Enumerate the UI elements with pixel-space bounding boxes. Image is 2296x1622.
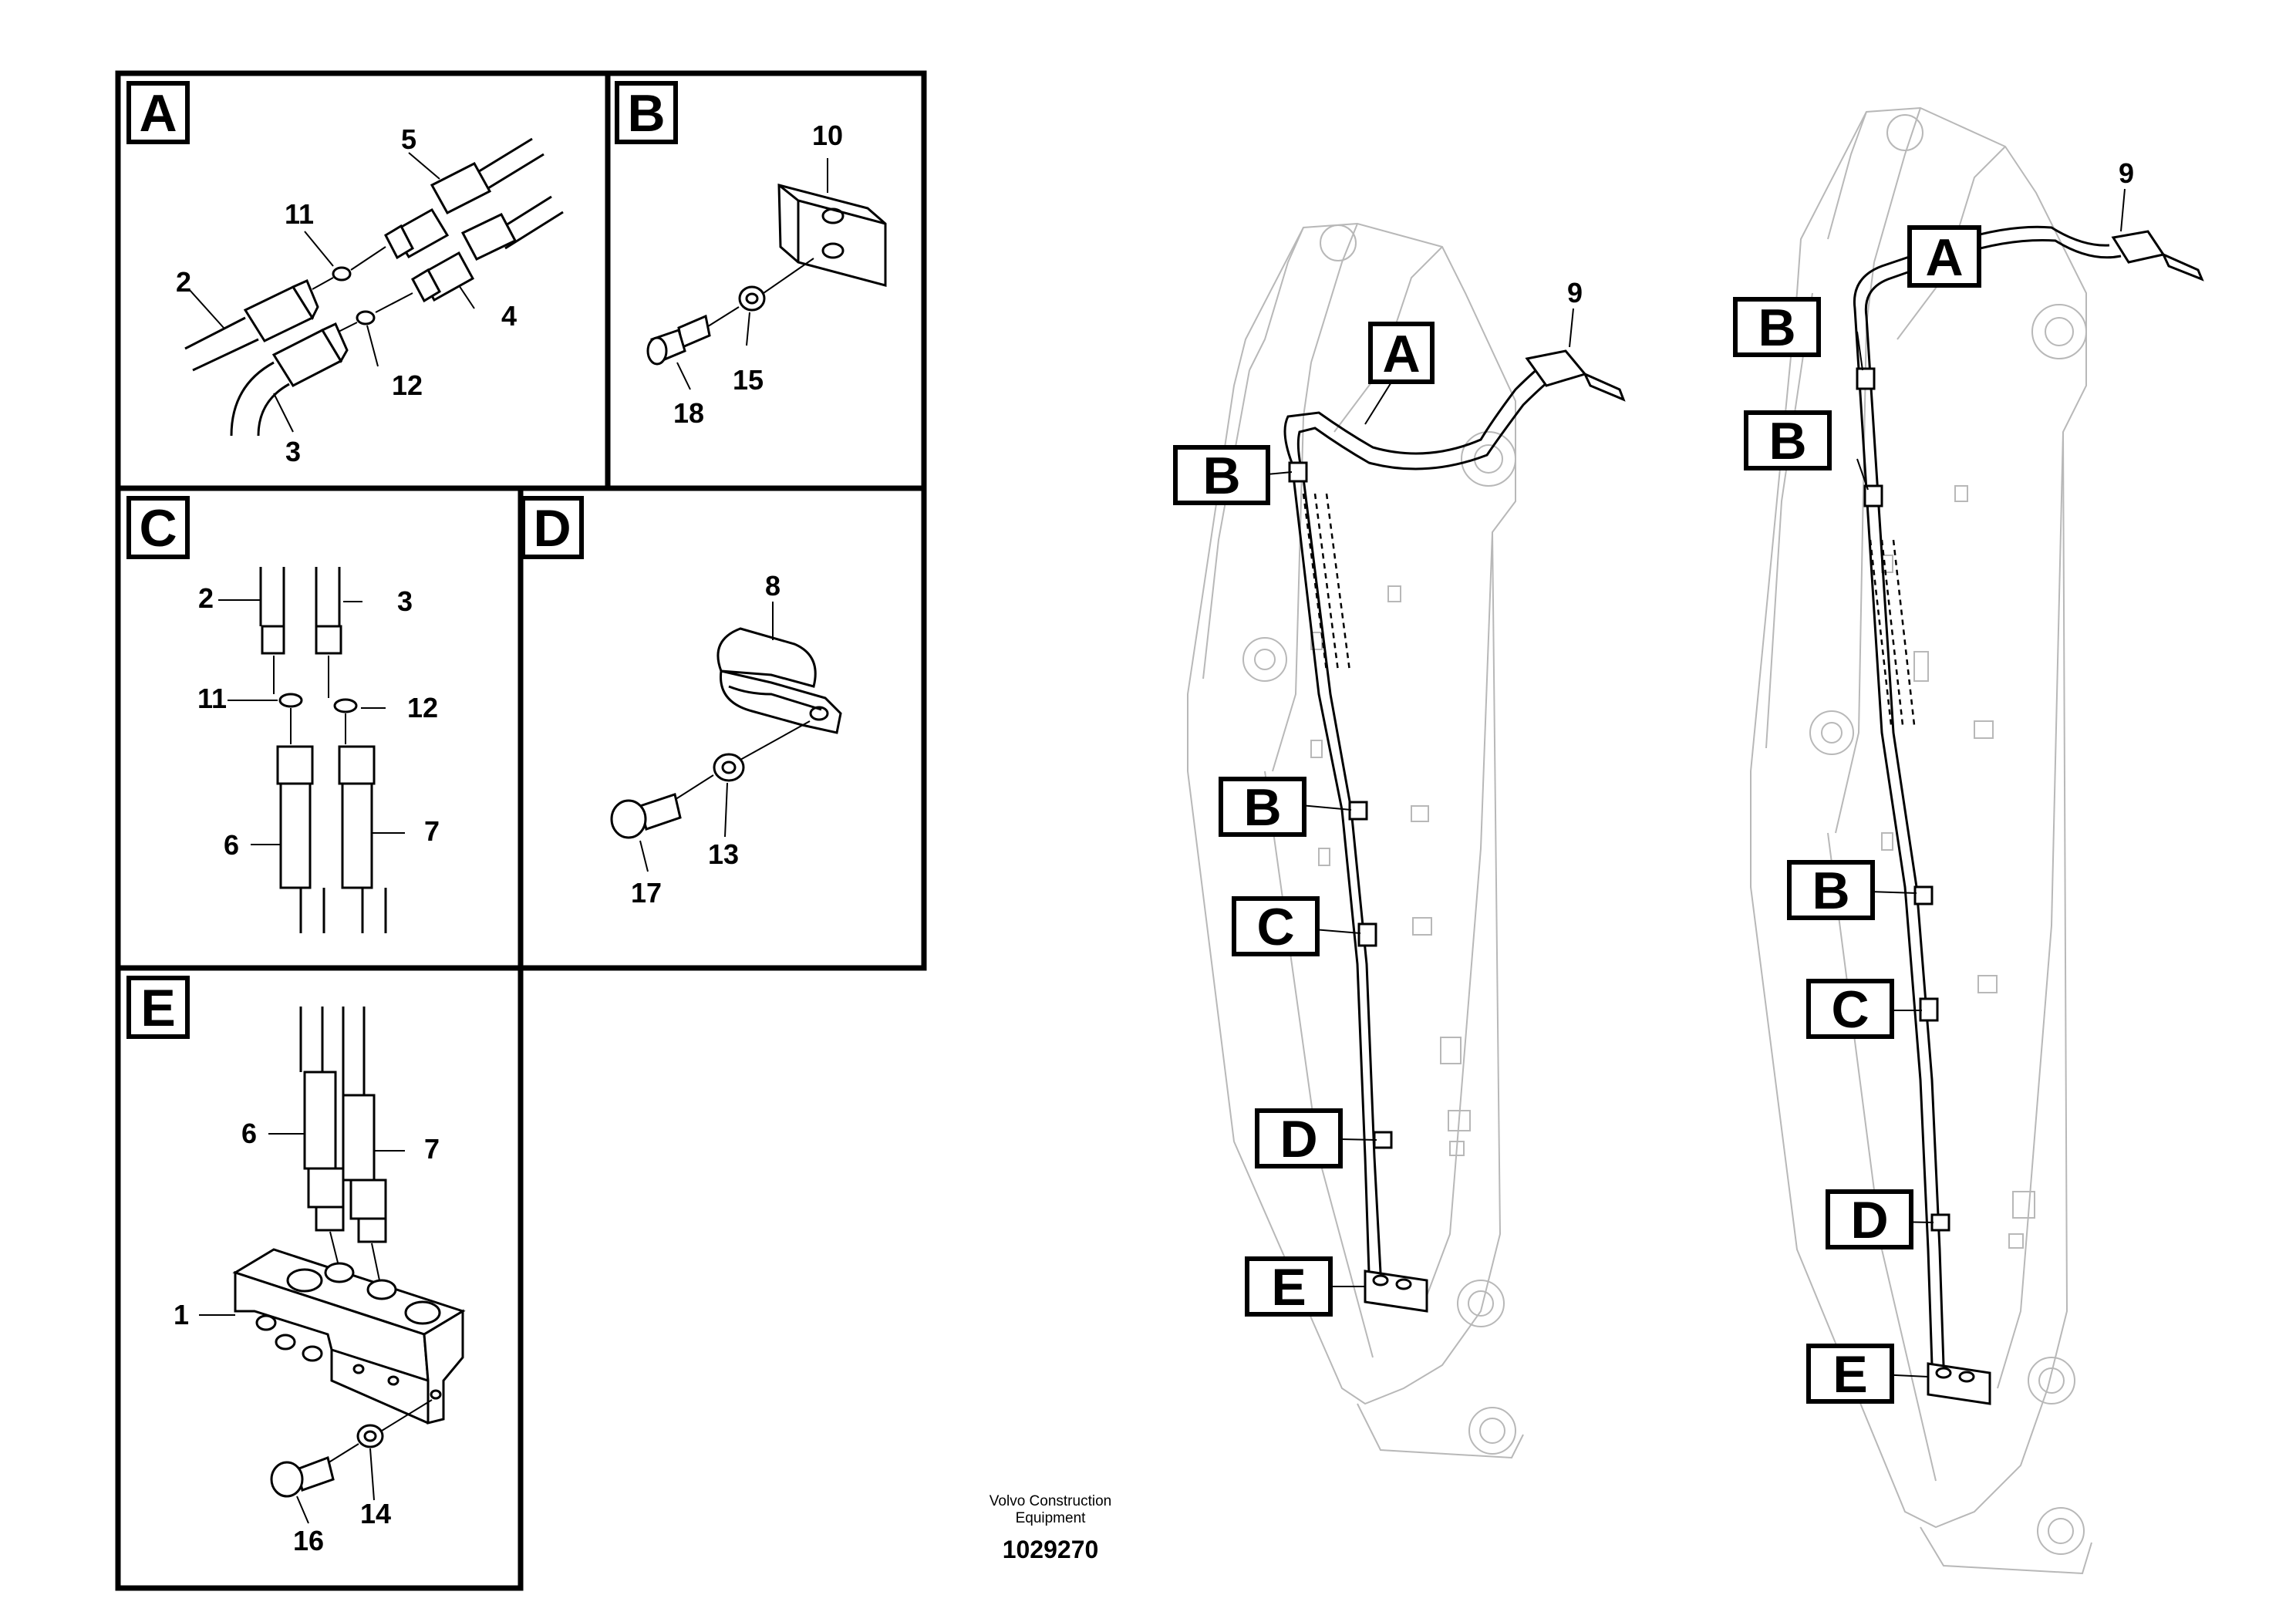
panel-b: B 10 15 18 [615,81,887,429]
document-number: 1029270 [1003,1536,1099,1563]
hose-fitting-4 [411,213,518,303]
panel-c-label-box: C [126,496,190,559]
part-label-10: 10 [812,120,843,151]
part-label-11: 11 [285,198,314,230]
svg-text:C: C [1256,898,1294,956]
panel-a-letter: A [139,84,177,143]
svg-text:B: B [1758,298,1795,357]
detail-panels-frame [115,70,927,1591]
clamp-plate-10 [777,184,887,287]
panel-b-label-box: B [615,81,678,144]
svg-text:D: D [1850,1191,1888,1249]
svg-text:D: D [1279,1110,1317,1168]
callout-b-right-3: B [1787,860,1875,920]
o-ring-11 [332,266,352,282]
callout-a-left: A [1368,322,1435,384]
part-label-6-e: 6 [241,1118,257,1149]
hose-clamp-8 [716,627,842,734]
hose-fitting-6-e [303,1071,345,1232]
panel-a-label-box: A [126,81,190,144]
part-label-17: 17 [631,877,662,909]
panel-d: D 8 13 17 [521,496,842,909]
part-label-14: 14 [360,1498,391,1529]
panel-e-label-box: E [126,976,190,1039]
hose-fitting-2 [243,279,319,342]
callout-b-left-2: B [1219,777,1306,837]
part-label-6-c: 6 [224,829,239,861]
part-label-7-c: 7 [424,815,440,847]
part-label-9-left: 9 [1567,277,1583,309]
svg-text:C: C [1831,980,1869,1039]
part-label-8: 8 [765,570,781,602]
part-label-5: 5 [401,123,416,155]
part-label-2-c: 2 [198,582,214,614]
callout-e-right: E [1806,1344,1894,1404]
panel-b-letter: B [627,84,665,143]
caption-line-1: Volvo Construction [990,1493,1111,1509]
o-ring-12 [356,310,376,325]
document-caption: Volvo Construction Equipment 1029270 [990,1493,1111,1563]
bolt-18 [646,314,711,366]
callout-d-left: D [1255,1108,1343,1168]
svg-text:B: B [1243,778,1281,837]
callout-c-right: C [1806,979,1894,1039]
part-label-3: 3 [285,436,301,467]
part-label-3-c: 3 [397,585,413,617]
part-label-9-right: 9 [2119,157,2134,189]
panel-e-letter: E [140,979,175,1037]
svg-text:A: A [1382,325,1420,383]
part-label-11-c: 11 [197,683,227,714]
washer-13 [713,753,745,782]
callout-e-left: E [1245,1256,1333,1317]
panel-e: E [126,976,466,1556]
svg-text:B: B [1812,862,1849,920]
callout-c-left: C [1232,896,1320,956]
svg-text:B: B [1768,412,1806,470]
part-label-7-e: 7 [424,1133,440,1165]
hose-fitting-5 [384,162,492,260]
part-label-2: 2 [176,266,191,298]
washer-14 [356,1424,384,1448]
part-label-16: 16 [293,1525,324,1556]
hose-end-2 [261,625,285,655]
quick-coupler-9-left [1525,349,1626,402]
part-label-15: 15 [733,364,764,396]
bolt-16 [270,1456,335,1498]
part-label-18: 18 [673,397,704,429]
svg-text:E: E [1271,1258,1306,1317]
svg-text:E: E [1832,1345,1867,1404]
caption-line-2: Equipment [1016,1510,1087,1526]
panel-d-label-box: D [521,496,584,559]
panel-d-letter: D [533,499,571,558]
callout-d-right: D [1826,1189,1913,1249]
callout-b-right-1: B [1733,297,1821,357]
part-label-12: 12 [392,369,423,401]
callout-b-right-2: B [1744,410,1832,470]
bolt-17 [610,793,682,839]
svg-text:B: B [1202,447,1240,505]
panel-c: C 2 3 11 12 6 7 [126,496,440,933]
hose-fitting-7 [338,745,376,889]
distribution-block-1 [232,1248,466,1425]
svg-text:A: A [1925,228,1963,287]
hose-end-3 [315,625,342,655]
callout-a-right: A [1907,225,1981,288]
panel-c-letter: C [139,499,177,558]
quick-coupler-9-right [2111,230,2204,282]
hose-fitting-6 [276,745,314,889]
hose-fitting-7-e [342,1094,387,1243]
boom-left: 9 A B B C D E [1173,222,1626,1459]
boom-right: 9 A B B B C D E [1733,106,2204,1575]
o-ring-12-c [333,698,358,713]
panel-a: A 5 11 2 [126,81,564,467]
part-label-1: 1 [174,1299,189,1330]
washer-15 [738,285,766,312]
hose-fitting-3 [271,322,349,387]
part-label-12-c: 12 [407,692,438,723]
callout-b-left-1: B [1173,445,1270,505]
o-ring-11-c [278,693,303,708]
part-label-13: 13 [708,838,739,870]
part-label-4: 4 [501,300,517,332]
